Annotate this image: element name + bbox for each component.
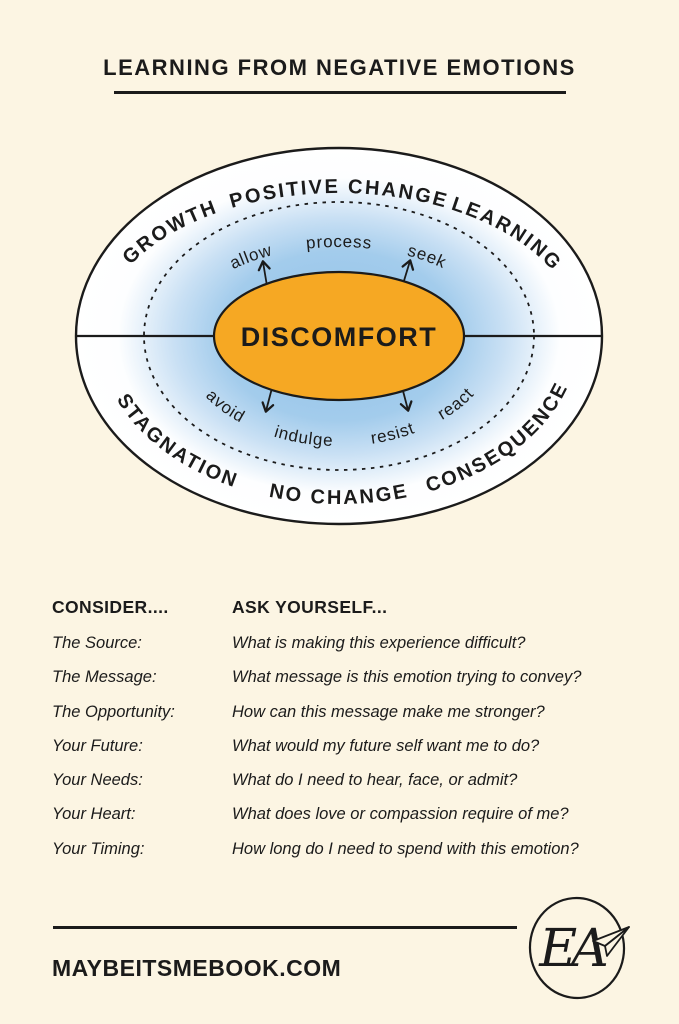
table-row: Your Future: What would my future self w… <box>52 737 637 771</box>
discomfort-ellipse <box>212 270 466 402</box>
row-label: Your Future: <box>52 736 143 755</box>
table-row: The Message: What message is this emotio… <box>52 668 637 702</box>
website-text: MAYBEITSMEBOOK.COM <box>52 955 342 981</box>
arrow-up-left-icon <box>257 260 271 287</box>
logo-initials: EA <box>538 919 606 979</box>
brand-logo: EA <box>528 896 630 1000</box>
table-row: The Source: What is making this experien… <box>52 634 637 668</box>
row-question: How long do I need to spend with this em… <box>232 839 579 858</box>
table-header-row: CONSIDER.... ASK YOURSELF... <box>52 597 637 634</box>
table-row: Your Needs: What do I need to hear, face… <box>52 771 637 805</box>
row-label: The Source: <box>52 634 142 652</box>
footer-divider <box>53 926 517 929</box>
row-label: The Message: <box>52 668 157 687</box>
row-label: Your Timing: <box>52 839 145 858</box>
table-row: Your Timing: How long do I need to spend… <box>52 840 637 874</box>
arrow-down-left-icon <box>261 387 275 413</box>
table-row: The Opportunity: How can this message ma… <box>52 703 637 737</box>
title-underline <box>113 91 566 94</box>
paper-plane-icon <box>592 926 630 957</box>
header-consider: CONSIDER.... <box>52 597 169 617</box>
logo-circle <box>528 896 626 1000</box>
row-label: Your Heart: <box>52 805 136 824</box>
row-question: What message is this emotion trying to c… <box>232 668 582 687</box>
row-question: How can this message make me stronger? <box>232 702 545 721</box>
emotion-diagram: DISCOMFORT GROWTH POSITIVE CHANGE LEARNI… <box>74 146 604 526</box>
consider-table: CONSIDER.... ASK YOURSELF... The Source:… <box>52 597 637 874</box>
table-row: Your Heart: What does love or compassion… <box>52 805 637 839</box>
inner-word-process: process <box>305 232 373 253</box>
row-question: What is making this experience difficult… <box>232 634 526 652</box>
discomfort-label: DISCOMFORT <box>241 322 438 352</box>
header-ask-yourself: ASK YOURSELF... <box>232 597 388 617</box>
row-question: What would my future self want me to do? <box>232 736 540 755</box>
row-label: Your Needs: <box>52 771 143 790</box>
page-title: LEARNING FROM NEGATIVE EMOTIONS <box>103 55 576 80</box>
row-question: What do I need to hear, face, or admit? <box>232 771 518 790</box>
inner-word-process-text: process <box>305 232 372 253</box>
row-question: What does love or compassion require of … <box>232 805 569 824</box>
row-label: The Opportunity: <box>52 702 175 721</box>
